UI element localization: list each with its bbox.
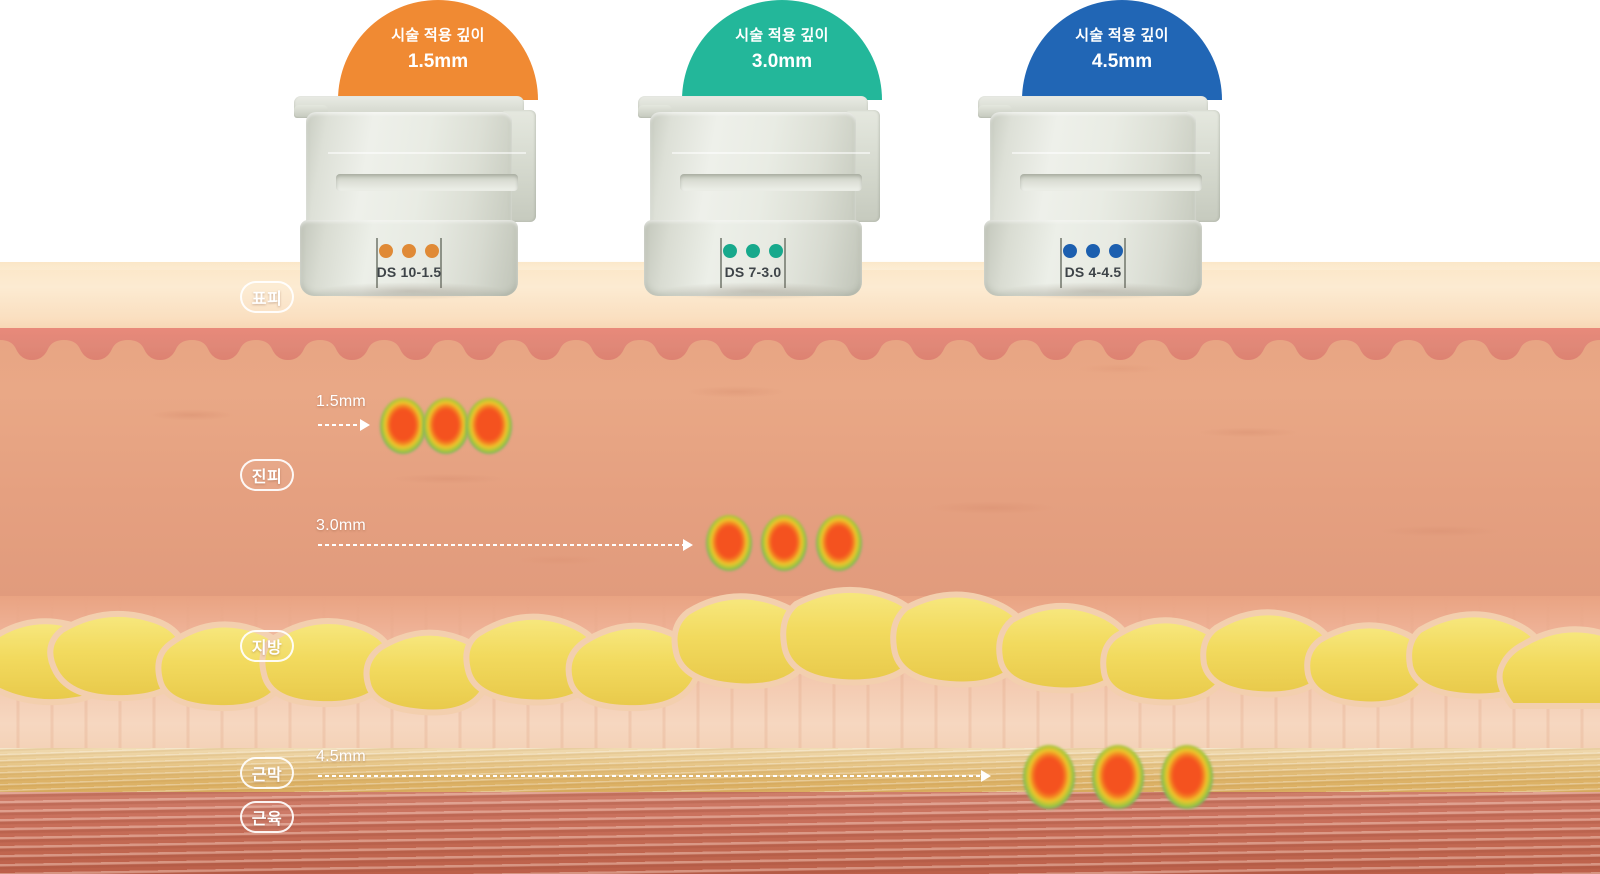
cartridge-mark-line-left [376,238,378,288]
badge-depth-value: 4.5mm [1091,50,1153,72]
cartridge-lid-nub [978,105,1012,116]
badge-title: 시술 적용 깊이 [1075,27,1169,45]
layer-label-epidermis: 표피 [240,281,294,313]
depth-badge-3-0mm: 시술 적용 깊이 3.0mm [682,0,882,100]
cartridge-skirt [984,220,1202,296]
cartridge-mark-line-right [1124,238,1126,288]
indicator-dot [379,244,393,258]
thermal-point [1023,745,1075,809]
cartridge-groove [1020,174,1202,191]
thermal-point [1092,745,1144,809]
fascia-fiber-texture [0,748,1600,800]
indicator-dot [1063,244,1077,258]
depth-badge-4-5mm: 시술 적용 깊이 4.5mm [1022,0,1222,100]
rete-ridge-boundary [0,328,1600,360]
skin-layer-muscle [0,792,1600,874]
depth-badge-1-5mm: 시술 적용 깊이 1.5mm [338,0,538,100]
layer-label-dermis: 진피 [240,459,294,491]
indicator-dot [425,244,439,258]
thermal-point [706,515,752,571]
cartridge-contact-shadow [662,282,848,300]
cartridge-groove [336,174,518,191]
dermis-fiber-texture [0,328,1600,618]
cartridge-seam [672,152,870,154]
cartridge-body[interactable]: DS 10-1.5 [288,96,536,300]
cartridge-seam [1012,152,1210,154]
depth-label-3-0mm: 3.0mm [316,517,366,534]
indicator-dot [769,244,783,258]
thermal-point [1161,745,1213,809]
cartridge-lid-nub [638,105,672,116]
cartridge-contact-shadow [1002,282,1188,300]
cartridge-code-label: DS 10-1.5 [376,264,442,280]
cartridge-skirt [644,220,862,296]
depth-label-4-5mm: 4.5mm [316,748,366,765]
cartridge-indicator-dots [1063,244,1123,258]
depth-dotted-line-1-5mm [318,424,364,426]
indicator-dot [1086,244,1100,258]
thermal-point [423,398,469,454]
thermal-point [816,515,862,571]
cartridge-mark-line-right [440,238,442,288]
indicator-dot [746,244,760,258]
cartridge-upper-body [650,112,870,240]
cartridge-lid-nub [294,105,328,116]
skin-layer-dermis [0,328,1600,618]
skin-layer-fascia [0,748,1600,800]
muscle-striation-texture [0,792,1600,874]
thermal-point [466,398,512,454]
thermal-point [761,515,807,571]
indicator-dot [1109,244,1123,258]
cartridge-seam [328,152,526,154]
thermal-point [380,398,426,454]
indicator-dot [402,244,416,258]
indicator-dot [723,244,737,258]
layer-label-fascia: 근막 [240,757,294,789]
layer-label-muscle: 근육 [240,801,294,833]
cartridge-code-label: DS 7-3.0 [724,264,782,280]
cartridge-indicator-dots [379,244,439,258]
cartridge-skirt [300,220,518,296]
badge-depth-value: 3.0mm [751,50,813,72]
depth-arrow-3-0mm [683,539,693,551]
cartridge-mark-line-left [720,238,722,288]
layer-label-fat: 지방 [240,630,294,662]
cartridge-upper-body [990,112,1210,240]
cartridge-indicator-dots [723,244,783,258]
cartridge-body[interactable]: DS 4-4.5 [972,96,1220,300]
cartridge-code-label: DS 4-4.5 [1064,264,1122,280]
badge-depth-value: 1.5mm [407,50,469,72]
cartridge-mark-line-left [1060,238,1062,288]
badge-title: 시술 적용 깊이 [391,27,485,45]
depth-arrow-4-5mm [981,770,991,782]
depth-arrow-1-5mm [360,419,370,431]
badge-title: 시술 적용 깊이 [735,27,829,45]
cartridge-mark-line-right [784,238,786,288]
cartridge-upper-body [306,112,526,240]
depth-dotted-line-3-0mm [318,544,686,546]
cartridge-groove [680,174,862,191]
depth-label-1-5mm: 1.5mm [316,393,366,410]
depth-dotted-line-4-5mm [318,775,984,777]
cartridge-contact-shadow [318,282,504,300]
cartridge-body[interactable]: DS 7-3.0 [632,96,880,300]
